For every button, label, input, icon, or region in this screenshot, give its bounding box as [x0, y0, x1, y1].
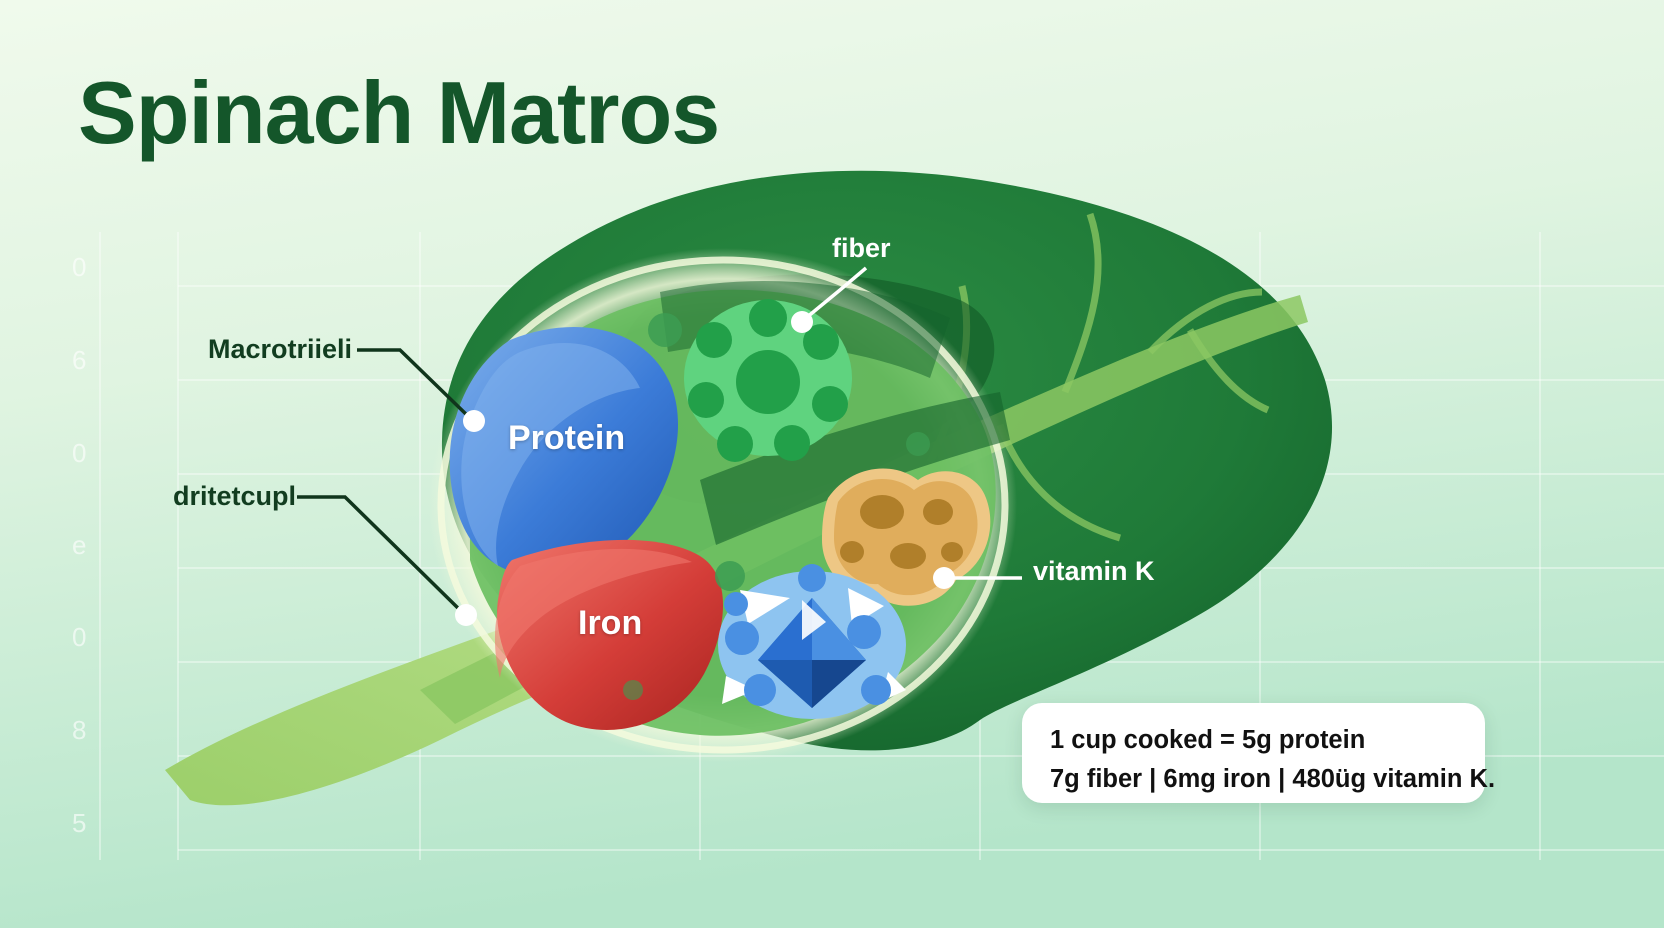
axis-glyph: 0 [72, 622, 87, 652]
callout-label-fiber: fiber [832, 233, 891, 263]
leader-dot-dietary [455, 604, 477, 626]
fiber-blob [684, 299, 852, 462]
nutrition-info-card: 1 cup cooked = 5g protein 7g fiber | 6mg… [1022, 703, 1496, 803]
blob-label-protein: Protein [508, 419, 626, 457]
axis-glyph: 5 [72, 808, 87, 838]
leader-dot-vitamin-k [933, 567, 955, 589]
protein-highlight [461, 343, 640, 566]
interior-dark-band [700, 392, 1010, 545]
callout-label-vitamin-k: vitamin K [1033, 556, 1155, 586]
page-title: Spinach Matros [78, 63, 720, 162]
info-card-line-1: 1 cup cooked = 5g protein [1050, 726, 1366, 754]
callout-label-macronutrient: Macrotriieli [208, 334, 353, 364]
axis-glyph: 8 [72, 715, 87, 745]
accent-dot [715, 561, 745, 591]
leader-line-macronutrient [357, 348, 472, 420]
blob-label-iron: Iron [578, 604, 643, 642]
info-card-line-2: 7g fiber | 6mg iron | 480üg vitamin K. [1050, 764, 1496, 793]
accent-dot [906, 432, 930, 456]
leader-line-dietary [297, 495, 464, 614]
glow-ring-stroke [437, 256, 1009, 754]
callout-label-dietary: dritetcupl [173, 481, 297, 511]
accent-dot [648, 313, 682, 347]
iron-highlight [494, 548, 692, 678]
accent-dot [623, 680, 643, 700]
axis-glyph: 0 [72, 438, 87, 468]
axis-glyph: e [72, 530, 87, 560]
leader-dot-macronutrient [463, 410, 485, 432]
axis-glyph: 0 [72, 252, 87, 282]
leader-line-fiber [804, 266, 868, 320]
vitamin-k-blob [718, 564, 906, 719]
axis-glyph: 6 [72, 345, 87, 375]
leader-dot-fiber [791, 311, 813, 333]
